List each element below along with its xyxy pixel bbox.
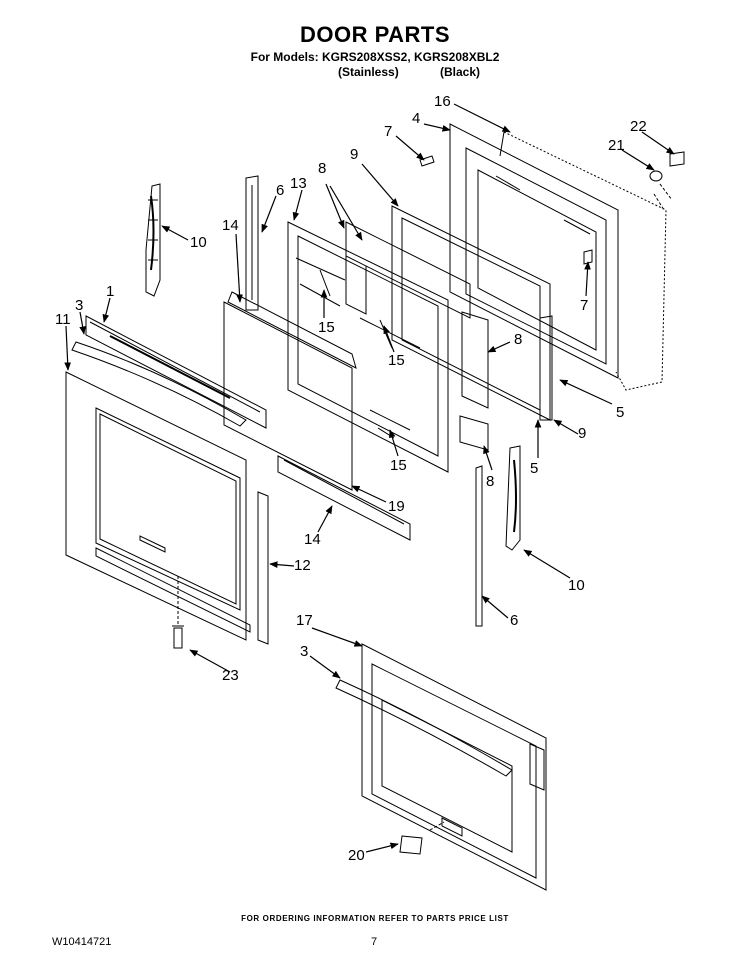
handle-trim-part — [71, 315, 267, 429]
callout-14-upper: 14 — [222, 217, 239, 234]
callout-8-upper: 8 — [318, 160, 326, 177]
callout-10-left: 10 — [190, 234, 207, 251]
inner-door-frame-part — [287, 221, 449, 473]
callout-15-left: 15 — [318, 319, 335, 336]
callout-13: 13 — [290, 175, 307, 192]
glass-support-part — [539, 315, 553, 421]
callout-20: 20 — [348, 847, 365, 864]
hinge-left-part — [145, 183, 161, 297]
callout-17: 17 — [296, 612, 313, 629]
callout-6-lower: 6 — [510, 612, 518, 629]
finish-black-label: (Black) — [440, 65, 481, 79]
insulation-middle-part — [461, 311, 489, 409]
leader-lines — [64, 103, 675, 853]
callout-7-lower: 7 — [580, 297, 588, 314]
door-liner-part — [449, 123, 619, 379]
callout-23: 23 — [222, 667, 239, 684]
callout-19: 19 — [388, 498, 405, 515]
callout-4: 4 — [412, 110, 420, 127]
callout-5-lower: 5 — [530, 460, 538, 477]
page-number: 7 — [371, 936, 378, 948]
screw-23-part — [172, 625, 184, 649]
screw-7-upper-part — [419, 155, 435, 167]
finish-stainless-label: (Stainless) — [338, 65, 399, 79]
callout-21: 21 — [608, 137, 625, 154]
callout-8-middle: 8 — [514, 331, 522, 348]
callout-16: 16 — [434, 93, 451, 110]
insulation-lower-part — [459, 415, 489, 451]
callout-9-lower: 9 — [578, 425, 586, 442]
callout-12: 12 — [294, 557, 311, 574]
callout-11: 11 — [55, 311, 71, 328]
callout-15-lower: 15 — [390, 457, 407, 474]
callout-3-lower: 3 — [300, 643, 308, 660]
callout-5-upper: 5 — [616, 404, 624, 421]
callout-10-right: 10 — [568, 577, 585, 594]
screw-22-part — [669, 151, 685, 167]
callout-8-lower: 8 — [486, 473, 494, 490]
document-number: W10414721 — [52, 936, 112, 948]
door-gasket-part — [499, 131, 667, 391]
callout-3: 3 — [75, 297, 83, 314]
hinge-right-part — [505, 445, 521, 551]
callout-9-upper: 9 — [350, 146, 358, 163]
door-bracket-lower-part — [475, 465, 483, 627]
callout-labels: 1 3 11 10 14 6 13 8 9 7 4 16 21 22 15 15… — [55, 93, 647, 864]
callout-15-middle: 15 — [388, 352, 405, 369]
page-title: DOOR PARTS — [299, 22, 451, 47]
washer-21-part — [649, 170, 663, 182]
callout-6-upper: 6 — [276, 182, 284, 199]
lower-door-assembly-part — [335, 643, 547, 891]
badge-part — [399, 835, 423, 855]
outer-door-panel-part — [65, 371, 247, 641]
door-bracket-upper-part — [245, 175, 259, 311]
screw-7-lower-part — [583, 249, 593, 265]
ordering-note: FOR ORDERING INFORMATION REFER TO PARTS … — [241, 914, 509, 923]
callout-14-lower: 14 — [304, 531, 321, 548]
callout-22: 22 — [630, 118, 647, 135]
models-line: For Models: KGRS208XSS2, KGRS208XBL2 — [250, 50, 500, 64]
callout-1: 1 — [106, 283, 114, 300]
insulation-upper-part — [345, 221, 471, 319]
callout-7-upper: 7 — [384, 123, 392, 140]
vent-trim-part — [95, 491, 269, 645]
